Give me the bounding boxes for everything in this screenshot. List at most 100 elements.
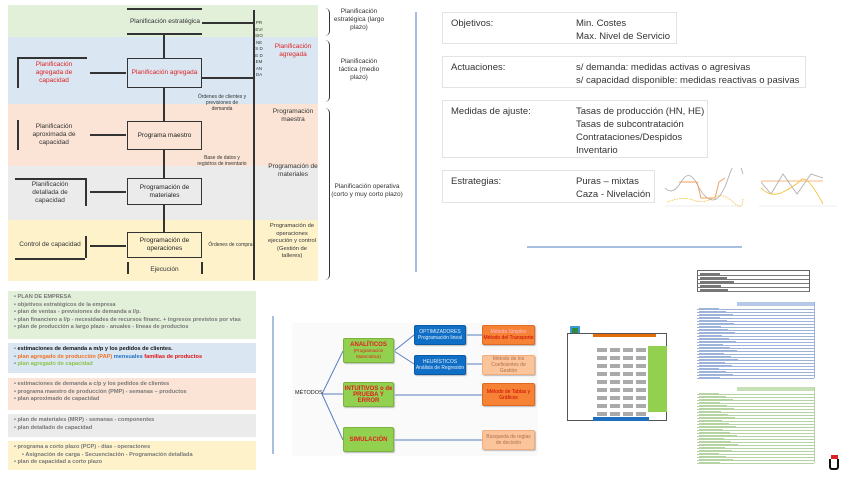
table-row bbox=[697, 337, 814, 340]
cell bbox=[610, 404, 620, 408]
table-row bbox=[697, 334, 814, 337]
tree-connectors bbox=[321, 334, 482, 441]
table-row bbox=[697, 316, 814, 319]
table-row bbox=[697, 307, 814, 310]
cell bbox=[623, 388, 633, 392]
table-row bbox=[697, 422, 814, 425]
table-row bbox=[697, 425, 814, 428]
table-row bbox=[697, 370, 814, 373]
value: Max. Nivel de Servicio bbox=[576, 31, 670, 42]
cell bbox=[610, 356, 620, 360]
list-master: estimaciones de demanda a c/p y los pedi… bbox=[8, 378, 256, 410]
key: Objetivos: bbox=[451, 18, 494, 29]
cell bbox=[636, 396, 646, 400]
cell bbox=[610, 396, 620, 400]
table-row bbox=[698, 272, 809, 276]
cell bbox=[610, 348, 620, 352]
approx-capacity: Planificación aproximada de capacidad bbox=[32, 123, 76, 146]
list-item: plan de producción a largo plazo - anual… bbox=[14, 324, 250, 332]
level-label-operations: Programación de operaciones ejecución y … bbox=[267, 223, 316, 259]
table-row bbox=[697, 325, 814, 328]
cell bbox=[623, 356, 633, 360]
title: OPTIMIZADORES bbox=[419, 329, 461, 335]
title: Método Simplex bbox=[490, 329, 527, 335]
pap-unit: familias de productos bbox=[142, 353, 203, 360]
table-row bbox=[697, 331, 814, 334]
table-row bbox=[697, 404, 814, 407]
table-row bbox=[697, 449, 814, 452]
table-row bbox=[697, 434, 814, 437]
value: Puras – mixtas bbox=[576, 176, 639, 187]
list-item: Asignación de carga - Secuenciación - Pr… bbox=[14, 452, 250, 460]
table-row bbox=[697, 343, 814, 346]
table-row bbox=[697, 458, 814, 461]
decision-rules-node: Búsqueda de reglas de decisión bbox=[482, 430, 535, 450]
list-item: plan de ventas - previsiones de demanda … bbox=[14, 309, 250, 317]
materials-box: Programación de materiales bbox=[127, 178, 202, 205]
table-row bbox=[697, 340, 814, 343]
cell bbox=[597, 396, 607, 400]
table-row bbox=[697, 407, 814, 410]
list-item: plan aproximado de capacidad bbox=[14, 396, 250, 404]
table-row bbox=[697, 461, 814, 464]
cell bbox=[597, 348, 607, 352]
value: s/ capacidad disponible: medidas reactiv… bbox=[576, 75, 800, 86]
cell bbox=[597, 356, 607, 360]
cell bbox=[636, 348, 646, 352]
strategic-box: Planificación estratégica bbox=[129, 18, 201, 25]
simulation-node: SIMULACIÓN bbox=[343, 427, 394, 452]
cell bbox=[610, 388, 620, 392]
table-row bbox=[697, 452, 814, 455]
analytic-node: ANALÍTICOS(Programación Matemática) bbox=[343, 338, 394, 363]
capacity-control: Control de capacidad bbox=[19, 241, 81, 248]
level-label-materials: Programación de materiales bbox=[268, 163, 318, 178]
cell bbox=[623, 364, 633, 368]
cell bbox=[623, 412, 633, 416]
list-item: plan de capacidad a corto plazo bbox=[14, 459, 250, 467]
cell bbox=[623, 372, 633, 376]
list-item: estimaciones de demanda a m/p y los pedi… bbox=[14, 346, 250, 354]
cell bbox=[636, 364, 646, 368]
table-row bbox=[697, 440, 814, 443]
tables-graphs-node: Método de Tablas y Gráficos bbox=[482, 383, 535, 406]
table-row bbox=[697, 352, 814, 355]
value: Tasas de producción (HN, HE) bbox=[576, 106, 705, 117]
table-row bbox=[698, 276, 809, 280]
cell bbox=[597, 412, 607, 416]
aggregate-box: Planificación agregada bbox=[127, 58, 202, 88]
table-row bbox=[697, 398, 814, 401]
intuitive-node: INTUITIVOS o de PRUEBA Y ERROR bbox=[343, 382, 394, 407]
cell bbox=[597, 364, 607, 368]
table-row bbox=[697, 346, 814, 349]
list-item: PLAN DE EMPRESA bbox=[14, 294, 250, 302]
table-row bbox=[697, 349, 814, 352]
value: Min. Costes bbox=[576, 18, 627, 29]
execution-label: Ejecución bbox=[150, 266, 179, 273]
cell bbox=[636, 404, 646, 408]
title: HEURÍSTICOS bbox=[422, 359, 458, 365]
value: Contrataciones/Despidos bbox=[576, 132, 683, 143]
table-row bbox=[697, 328, 814, 331]
horizon-operational: Planificación operativa (corto y muy cor… bbox=[331, 183, 403, 198]
list-operations: programa a corto plazo (PCP) - días - op… bbox=[8, 441, 256, 470]
detailed-capacity: Planificación detallada de capacidad bbox=[31, 181, 69, 204]
table-row bbox=[697, 437, 814, 440]
list-item-pap: plan agregado de producción (PAP) mensua… bbox=[14, 354, 250, 362]
table-row bbox=[697, 361, 814, 364]
cell bbox=[636, 388, 646, 392]
table-row bbox=[697, 413, 814, 416]
table-row bbox=[698, 288, 809, 292]
cell bbox=[623, 404, 633, 408]
table-row bbox=[697, 428, 814, 431]
methods-root: MÉTODOS bbox=[295, 390, 323, 396]
actions-box: Actuaciones: s/ demanda: medidas activas… bbox=[442, 56, 806, 88]
horizon-tactical: Planificación táctica (medio plazo) bbox=[338, 58, 380, 81]
master-box: Programa maestro bbox=[127, 121, 202, 150]
list-item: plan de materiales (MRP) - semanas - com… bbox=[14, 417, 250, 425]
table-row bbox=[697, 455, 814, 458]
table-thumbnail-small bbox=[697, 270, 810, 292]
table-row bbox=[697, 419, 814, 422]
